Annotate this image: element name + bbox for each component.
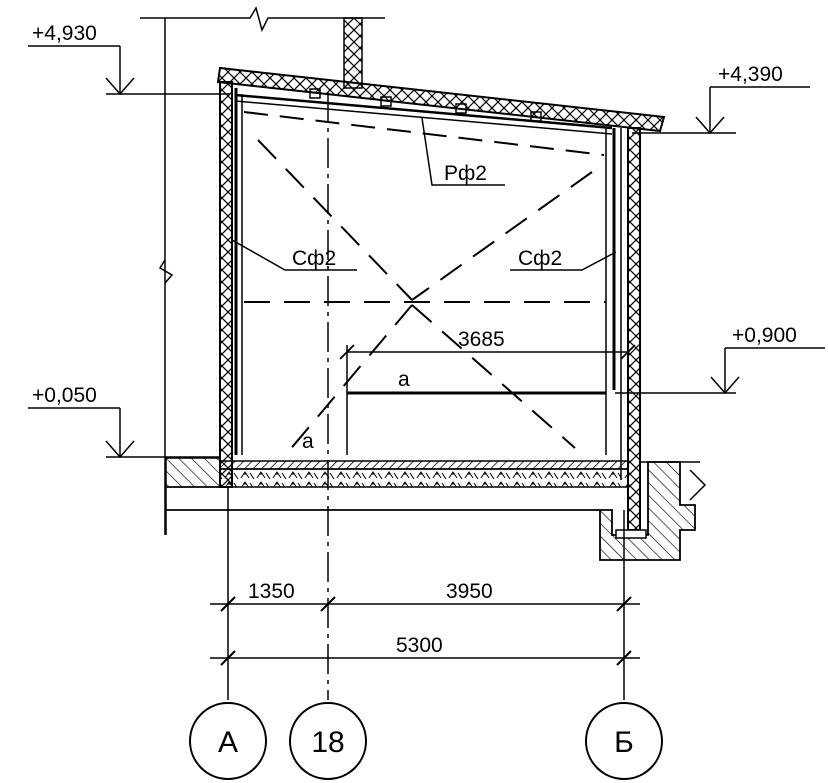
axis-bubble-a	[189, 702, 267, 780]
dimension-row-2	[210, 650, 640, 666]
elevation-roof-high: +4,930	[32, 22, 97, 45]
panel-diagonal	[411, 304, 576, 449]
chimney	[343, 17, 363, 89]
opening-mark-bottom: а	[302, 430, 314, 453]
purlin	[380, 96, 392, 107]
purlin	[530, 111, 542, 122]
top-break-line	[140, 6, 385, 33]
axis-label-a: А	[218, 726, 238, 759]
axis-label-18: 18	[311, 726, 344, 759]
panel-diagonal	[287, 304, 413, 453]
purlin	[309, 88, 321, 99]
right-wall	[627, 127, 641, 531]
ground-left	[165, 457, 221, 488]
left-break	[158, 259, 174, 284]
dimension-row-1	[210, 596, 640, 612]
floor-gravel	[219, 468, 629, 488]
roof-inner-line	[234, 93, 613, 130]
opening-width: 3685	[458, 328, 505, 351]
axis-label-b: Б	[614, 726, 634, 759]
opening-mark-top: а	[398, 368, 410, 391]
leader-roof	[421, 117, 505, 186]
elevation-window-sill: +0,900	[732, 324, 797, 347]
roof-slab	[216, 66, 666, 133]
panel-diagonal	[257, 139, 413, 301]
elevation-roof-low: +4,390	[718, 63, 783, 86]
leader-wall-right	[510, 251, 617, 271]
axis-bubble-18	[289, 702, 367, 780]
purlin	[455, 103, 467, 114]
axis-bubble-b	[585, 702, 663, 780]
wall-panel-label-left: Сф2	[292, 247, 336, 270]
floor-slab	[219, 460, 629, 470]
elevation-floor: +0,050	[32, 384, 97, 407]
elevation-mark-sill	[615, 347, 825, 395]
dimension-span-right: 3950	[446, 580, 493, 603]
elevation-mark-roof-low	[632, 86, 810, 135]
dimension-span-left: 1350	[248, 580, 295, 603]
panel-diagonal	[411, 171, 593, 301]
elevation-mark-floor	[28, 407, 220, 459]
wall-panel-label-right: Сф2	[518, 247, 562, 270]
leader-wall-left	[231, 239, 357, 271]
building-outline	[28, 6, 825, 780]
dimension-total: 5300	[396, 634, 443, 657]
roof-panel-label: Рф2	[444, 162, 487, 185]
elevation-mark-roof-high	[28, 45, 230, 96]
left-wall	[219, 81, 233, 488]
